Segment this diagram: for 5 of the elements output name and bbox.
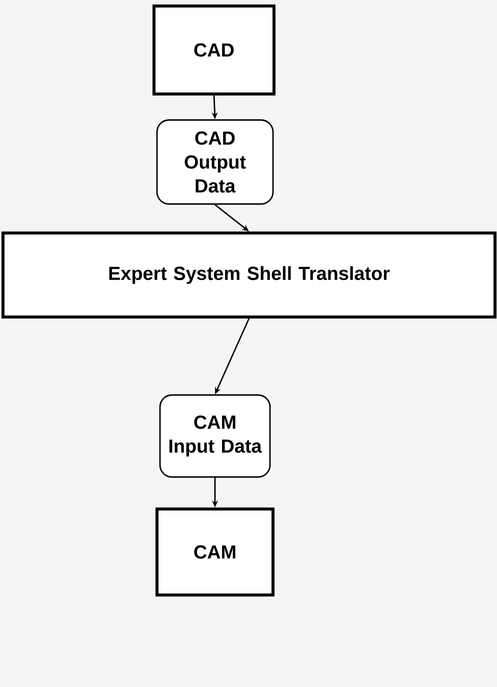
data-box: CAD Output Data	[156, 119, 274, 205]
data-box: CAM Input Data	[159, 394, 271, 478]
process-box: CAD	[152, 4, 276, 96]
process-box: Expert System Shell Translator	[2, 232, 496, 318]
process-box: CAM	[156, 508, 274, 596]
